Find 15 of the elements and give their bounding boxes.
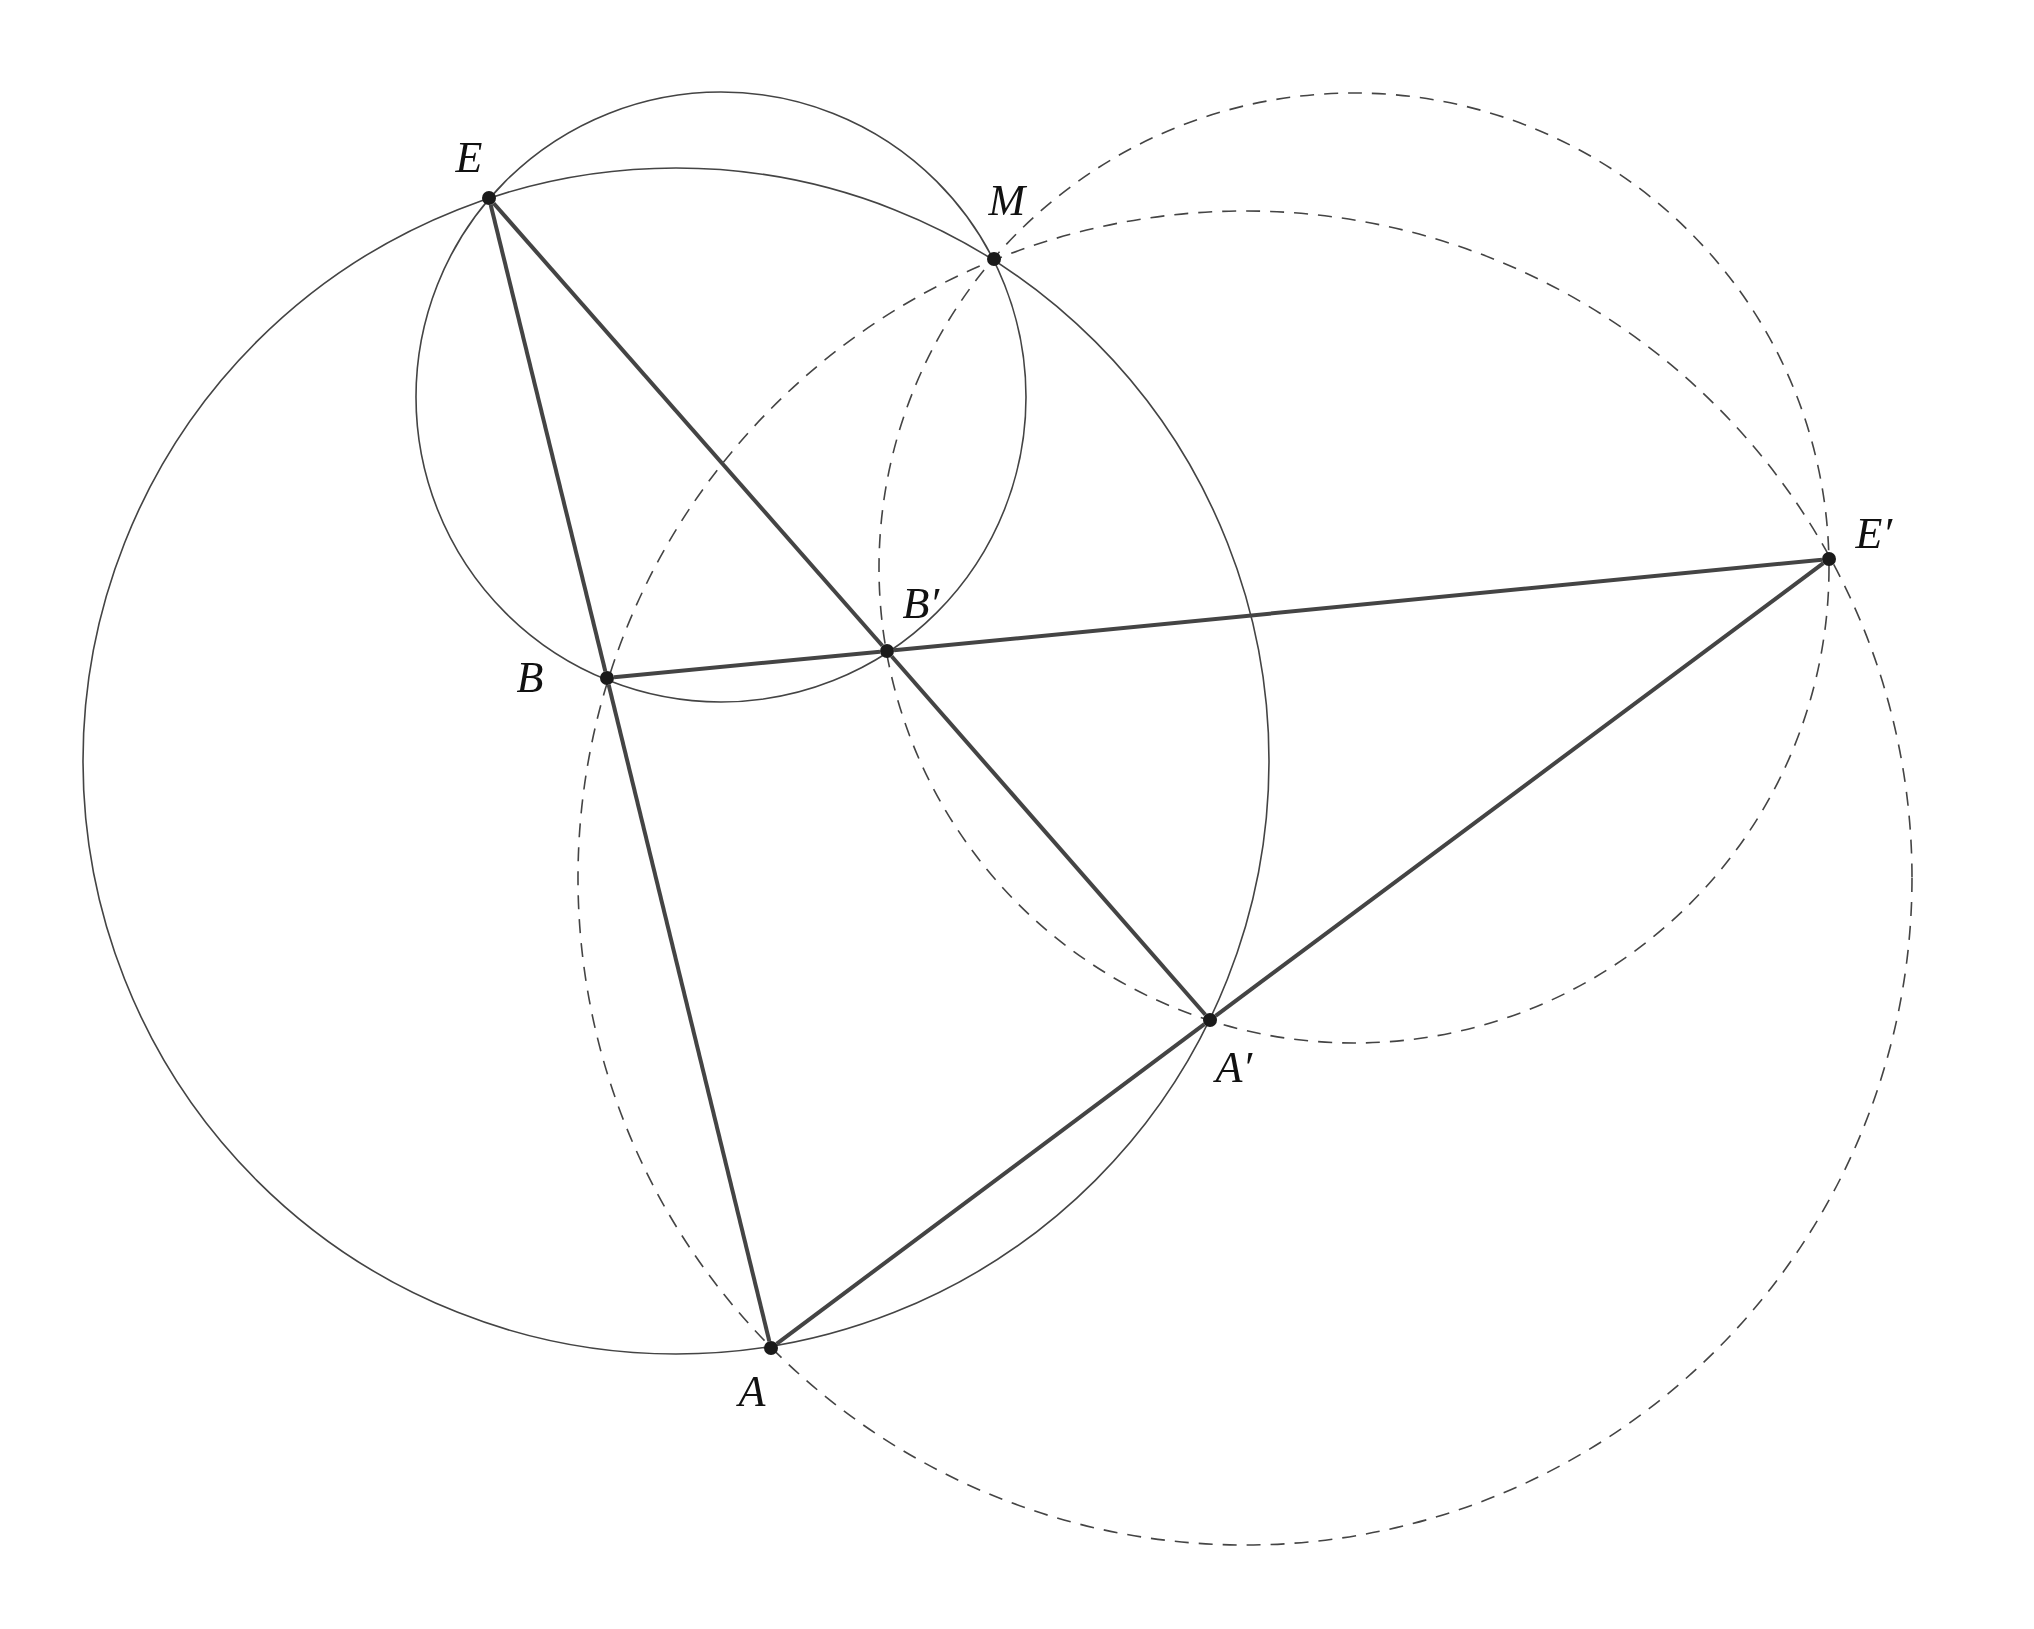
- point-label: A: [738, 1370, 766, 1414]
- point-label: E′: [1855, 512, 1892, 556]
- line-segment: [488, 204, 608, 672]
- line-segment: [613, 649, 881, 680]
- point-label: A′: [1215, 1046, 1252, 1090]
- point-label: B: [516, 656, 544, 700]
- line-segment: [893, 557, 1823, 653]
- line-segment: [492, 201, 884, 648]
- line-segment: [1214, 561, 1825, 1018]
- point-label: E: [455, 136, 483, 180]
- line-segment: [775, 1022, 1206, 1346]
- line-segment: [890, 654, 1207, 1017]
- point-label: M: [988, 179, 1026, 223]
- line-segment: [606, 684, 772, 1342]
- point-label: B′: [902, 582, 939, 626]
